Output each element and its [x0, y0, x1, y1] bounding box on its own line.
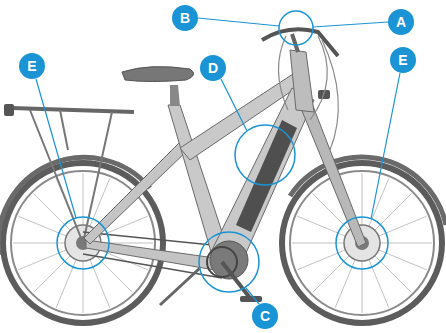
- pedal: [240, 296, 262, 302]
- callout-letter: E: [390, 47, 416, 73]
- highlight-circle: [57, 217, 109, 269]
- saddle: [122, 67, 194, 82]
- leader-line: [313, 22, 388, 27]
- leader-line: [371, 73, 400, 219]
- leader-line: [221, 79, 247, 131]
- seat-post: [170, 85, 180, 106]
- callout-letter: C: [252, 303, 278, 329]
- leader-line: [198, 18, 279, 26]
- down-tube: [212, 88, 314, 262]
- callout-letter: B: [172, 5, 198, 31]
- kickstand: [160, 268, 200, 305]
- highlight-circle: [279, 11, 313, 45]
- highlight-circle: [235, 125, 295, 185]
- front-fender: [290, 157, 446, 225]
- leader-line: [36, 79, 76, 218]
- tail-light: [4, 104, 14, 116]
- stem: [292, 34, 298, 52]
- callout-letter: E: [19, 53, 45, 79]
- callout-letter: D: [200, 55, 226, 81]
- callout-letter: A: [388, 9, 414, 35]
- cable: [278, 36, 338, 150]
- highlight-circle: [336, 217, 388, 269]
- battery: [236, 120, 297, 232]
- fork: [300, 106, 366, 247]
- highlight-circle: [199, 232, 259, 292]
- leader-line: [246, 288, 259, 304]
- seat-stay: [84, 140, 190, 244]
- head-tube: [290, 50, 314, 112]
